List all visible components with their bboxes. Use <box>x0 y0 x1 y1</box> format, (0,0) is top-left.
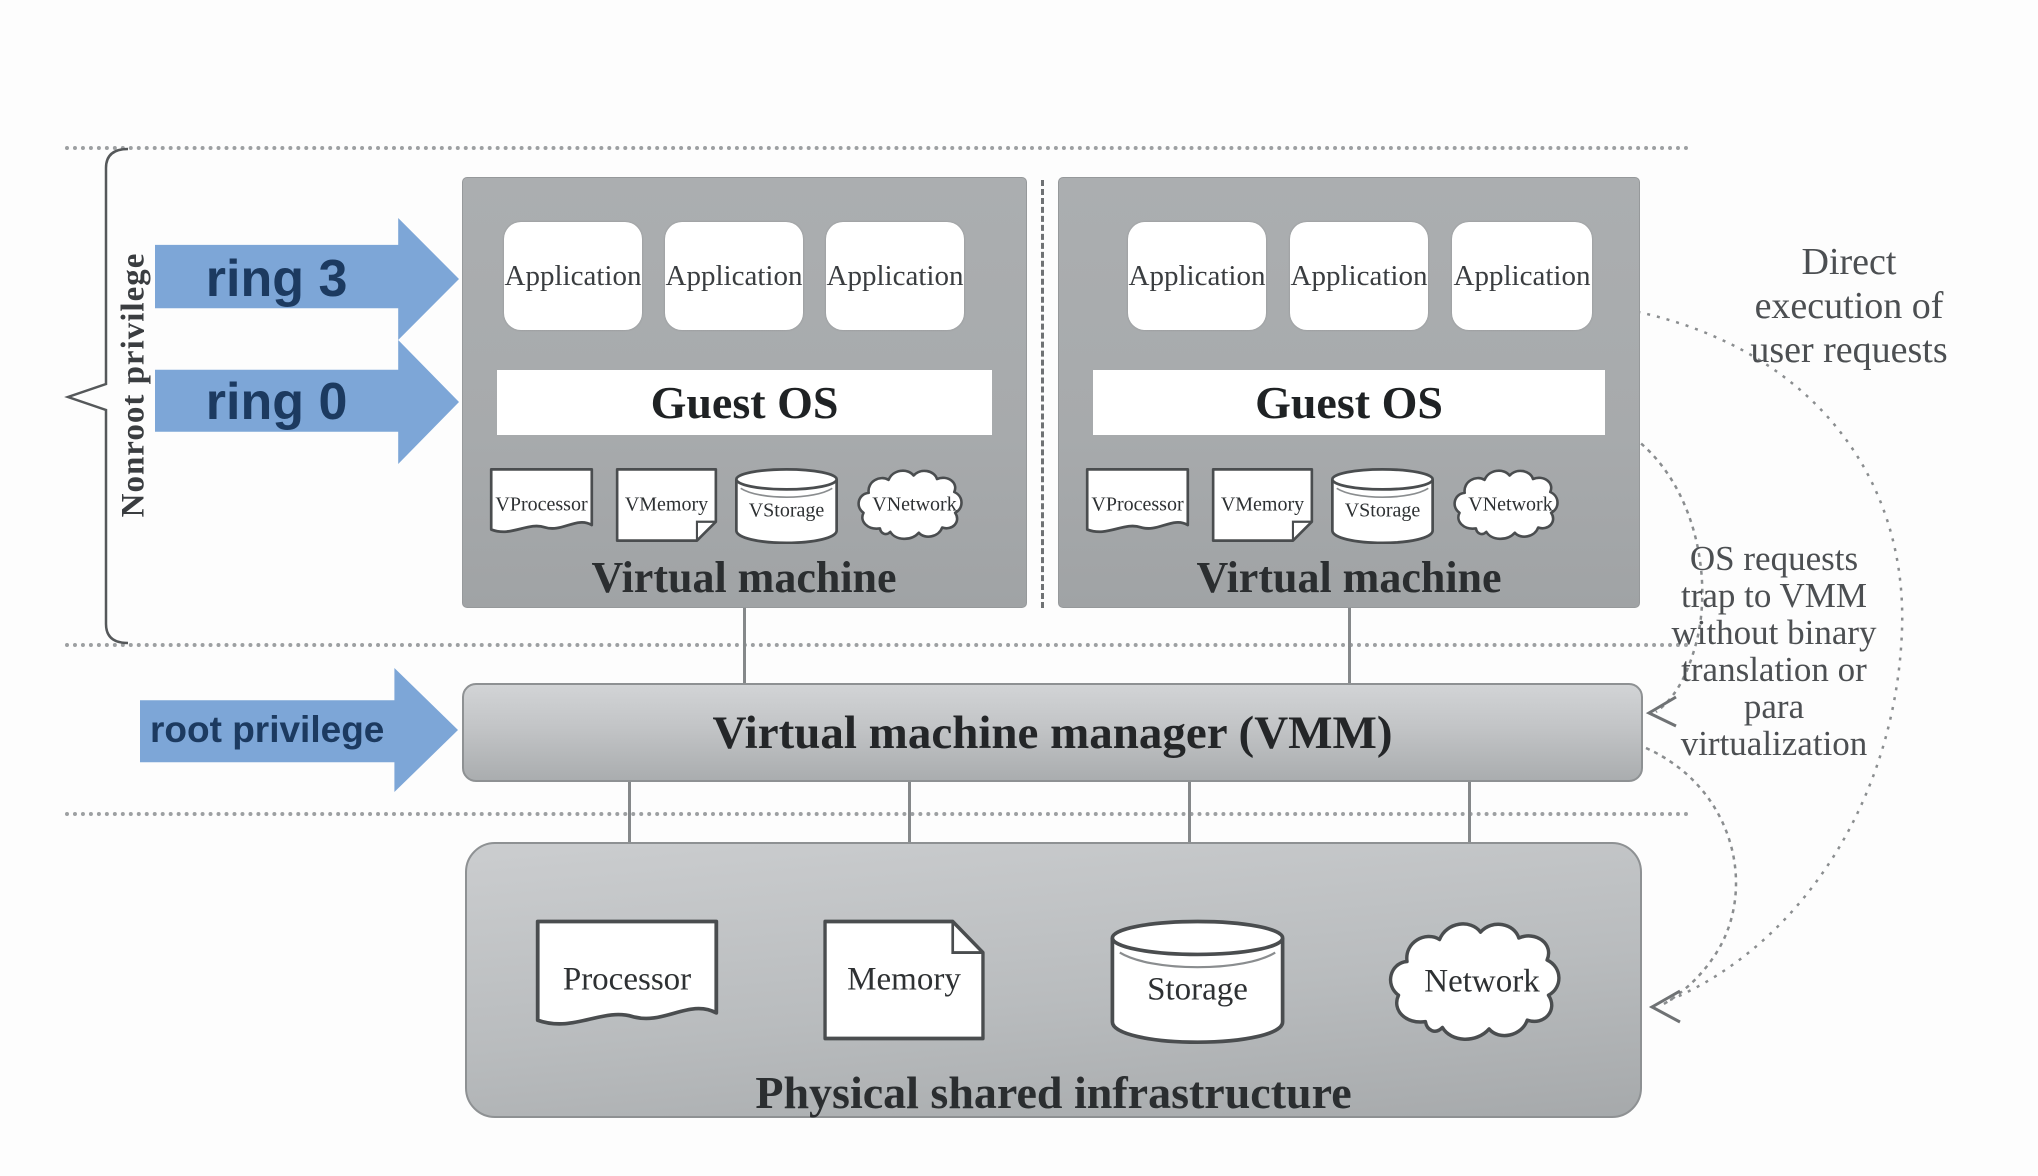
vm1-application-2: Application <box>665 222 803 330</box>
processor-label: Processor <box>562 961 692 998</box>
vm1-vnetwork-icon: VNetwork <box>854 466 975 544</box>
vm2-guest-os: Guest OS <box>1093 370 1605 435</box>
vm2-vnetwork-icon: VNetwork <box>1450 466 1571 544</box>
vm1-vmemory-label: VMemory <box>624 493 709 516</box>
vm1-vprocessor-label: VProcessor <box>495 493 588 516</box>
arrowhead-into-physical-icon <box>1648 989 1681 1024</box>
vm1-application-1: Application <box>504 222 642 330</box>
vm1-title: Virtual machine <box>591 553 897 602</box>
vm1-vprocessor-icon: VProcessor <box>488 466 595 544</box>
nonroot-privilege-label: Nonroot privilege <box>115 252 152 518</box>
direct-execution-annotation: Direct execution of user requests <box>1750 241 1948 371</box>
root-privilege-arrow: root privilege <box>140 668 458 792</box>
vm1-vstorage-icon: VStorage <box>732 466 841 544</box>
vm2-application-3: Application <box>1452 222 1592 330</box>
vm1-to-vmm-connector <box>743 608 746 683</box>
vm1-vnetwork-label: VNetwork <box>872 493 957 516</box>
vm2-vnetwork-label: VNetwork <box>1468 493 1553 516</box>
processor-icon: Processor <box>532 916 722 1044</box>
vm2-title: Virtual machine <box>1196 553 1502 602</box>
network-label: Network <box>1424 963 1540 1000</box>
vm2-application-1: Application <box>1128 222 1266 330</box>
vmm-to-network-connector <box>1468 782 1471 842</box>
vmm-to-physical-arc <box>1645 746 1738 1007</box>
memory-icon: Memory <box>820 916 988 1044</box>
ring0-arrow: ring 0 <box>155 340 459 464</box>
vm-divider-dashed-line <box>1041 180 1044 608</box>
vm2-vstorage-icon: VStorage <box>1328 466 1437 544</box>
ring0-label: ring 0 <box>205 373 348 431</box>
vm1-application-3: Application <box>826 222 964 330</box>
vm2-vprocessor-label: VProcessor <box>1091 493 1184 516</box>
storage-label: Storage <box>1147 971 1248 1008</box>
ring3-arrow: ring 3 <box>155 218 459 340</box>
vm2-to-vmm-connector <box>1348 608 1351 683</box>
vm2-vmemory-icon: VMemory <box>1210 466 1315 544</box>
vm2-vstorage-label: VStorage <box>1344 499 1421 522</box>
vm2-vprocessor-icon: VProcessor <box>1084 466 1191 544</box>
privilege-boundary-line-middle <box>65 643 1690 647</box>
storage-icon: Storage <box>1105 916 1290 1044</box>
vm1-vmemory-icon: VMemory <box>614 466 719 544</box>
ring3-label: ring 3 <box>205 250 348 308</box>
vm1-guest-os: Guest OS <box>497 370 992 435</box>
root-privilege-label: root privilege <box>150 709 385 750</box>
physical-infrastructure-title: Physical shared infrastructure <box>755 1067 1352 1118</box>
memory-label: Memory <box>847 961 961 998</box>
vm1-vstorage-label: VStorage <box>748 499 825 522</box>
vmm-to-storage-connector <box>1188 782 1191 842</box>
privilege-boundary-line-top <box>65 146 1690 150</box>
vmm-bar: Virtual machine manager (VMM) <box>462 683 1643 782</box>
os-requests-annotation: OS requests trap to VMM without binary t… <box>1671 539 1877 763</box>
vmm-to-memory-connector <box>908 782 911 842</box>
vmm-to-processor-connector <box>628 782 631 842</box>
network-icon: Network <box>1383 916 1581 1048</box>
vm2-vmemory-label: VMemory <box>1220 493 1305 516</box>
privilege-boundary-line-bottom <box>65 812 1690 816</box>
vm2-application-2: Application <box>1290 222 1428 330</box>
